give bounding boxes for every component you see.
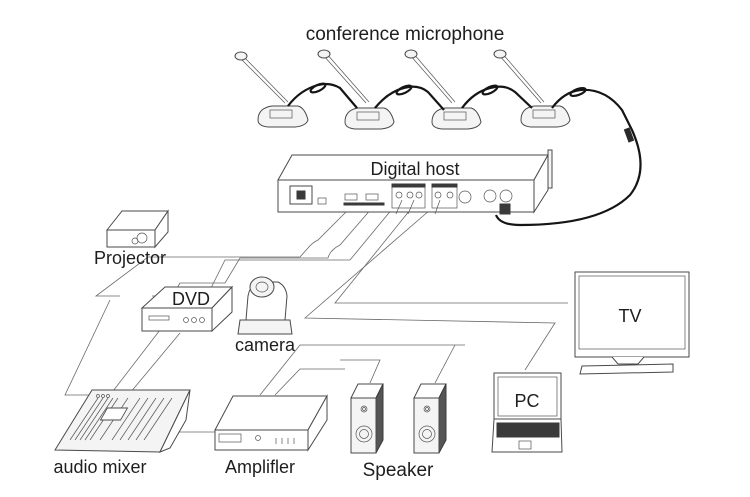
connection-lines	[64, 207, 568, 433]
line-host-amp-a	[259, 344, 465, 396]
microphone-4	[493, 49, 571, 128]
line-host-amp-b	[274, 368, 345, 396]
db9-port-1	[344, 193, 358, 201]
speaker-label: Speaker	[363, 460, 434, 481]
pc-laptop: PC	[491, 372, 563, 453]
line-host-camera	[209, 207, 394, 291]
cable-connector	[623, 127, 635, 143]
line-host-pc	[303, 209, 556, 371]
din-port-2	[499, 189, 513, 203]
microphone-3	[404, 49, 482, 130]
camera-label: camera	[235, 335, 296, 355]
ptz-camera: camera	[235, 276, 296, 355]
line-proj-mixer	[64, 299, 111, 396]
line-host-projector	[94, 207, 351, 297]
pc-label: PC	[514, 391, 539, 411]
dvd-label: DVD	[172, 289, 210, 309]
digital-host: Digital host	[277, 149, 553, 215]
din-port-1	[483, 189, 497, 203]
projector: Projector	[94, 209, 169, 268]
mic-to-host-cable	[494, 88, 642, 227]
audio-mixer: audio mixer	[53, 389, 191, 477]
speaker-left	[350, 383, 384, 454]
projector-label: Projector	[94, 248, 166, 268]
line-dvd-mixer	[109, 329, 161, 396]
dvd-player: DVD	[140, 285, 234, 333]
conference-microphones	[234, 49, 642, 227]
line-amp-speaker-1	[340, 359, 381, 384]
microphones-label: conference microphone	[306, 24, 505, 45]
xlr-port	[458, 190, 472, 204]
microphone-1	[234, 51, 309, 128]
amplifier-label: Amplifler	[225, 457, 295, 477]
microphone-2	[317, 49, 395, 130]
amplifier: Amplifler	[214, 394, 328, 477]
speaker-right	[413, 383, 447, 454]
line-host-tv	[334, 209, 568, 304]
db9-port-2	[365, 193, 379, 201]
line-amp-speaker-2	[434, 344, 456, 384]
line-dvd-mixer-b	[129, 332, 181, 394]
tv: TV	[574, 271, 690, 375]
tv-label: TV	[618, 306, 641, 326]
host-label: Digital host	[370, 159, 459, 179]
mixer-label: audio mixer	[53, 457, 146, 477]
